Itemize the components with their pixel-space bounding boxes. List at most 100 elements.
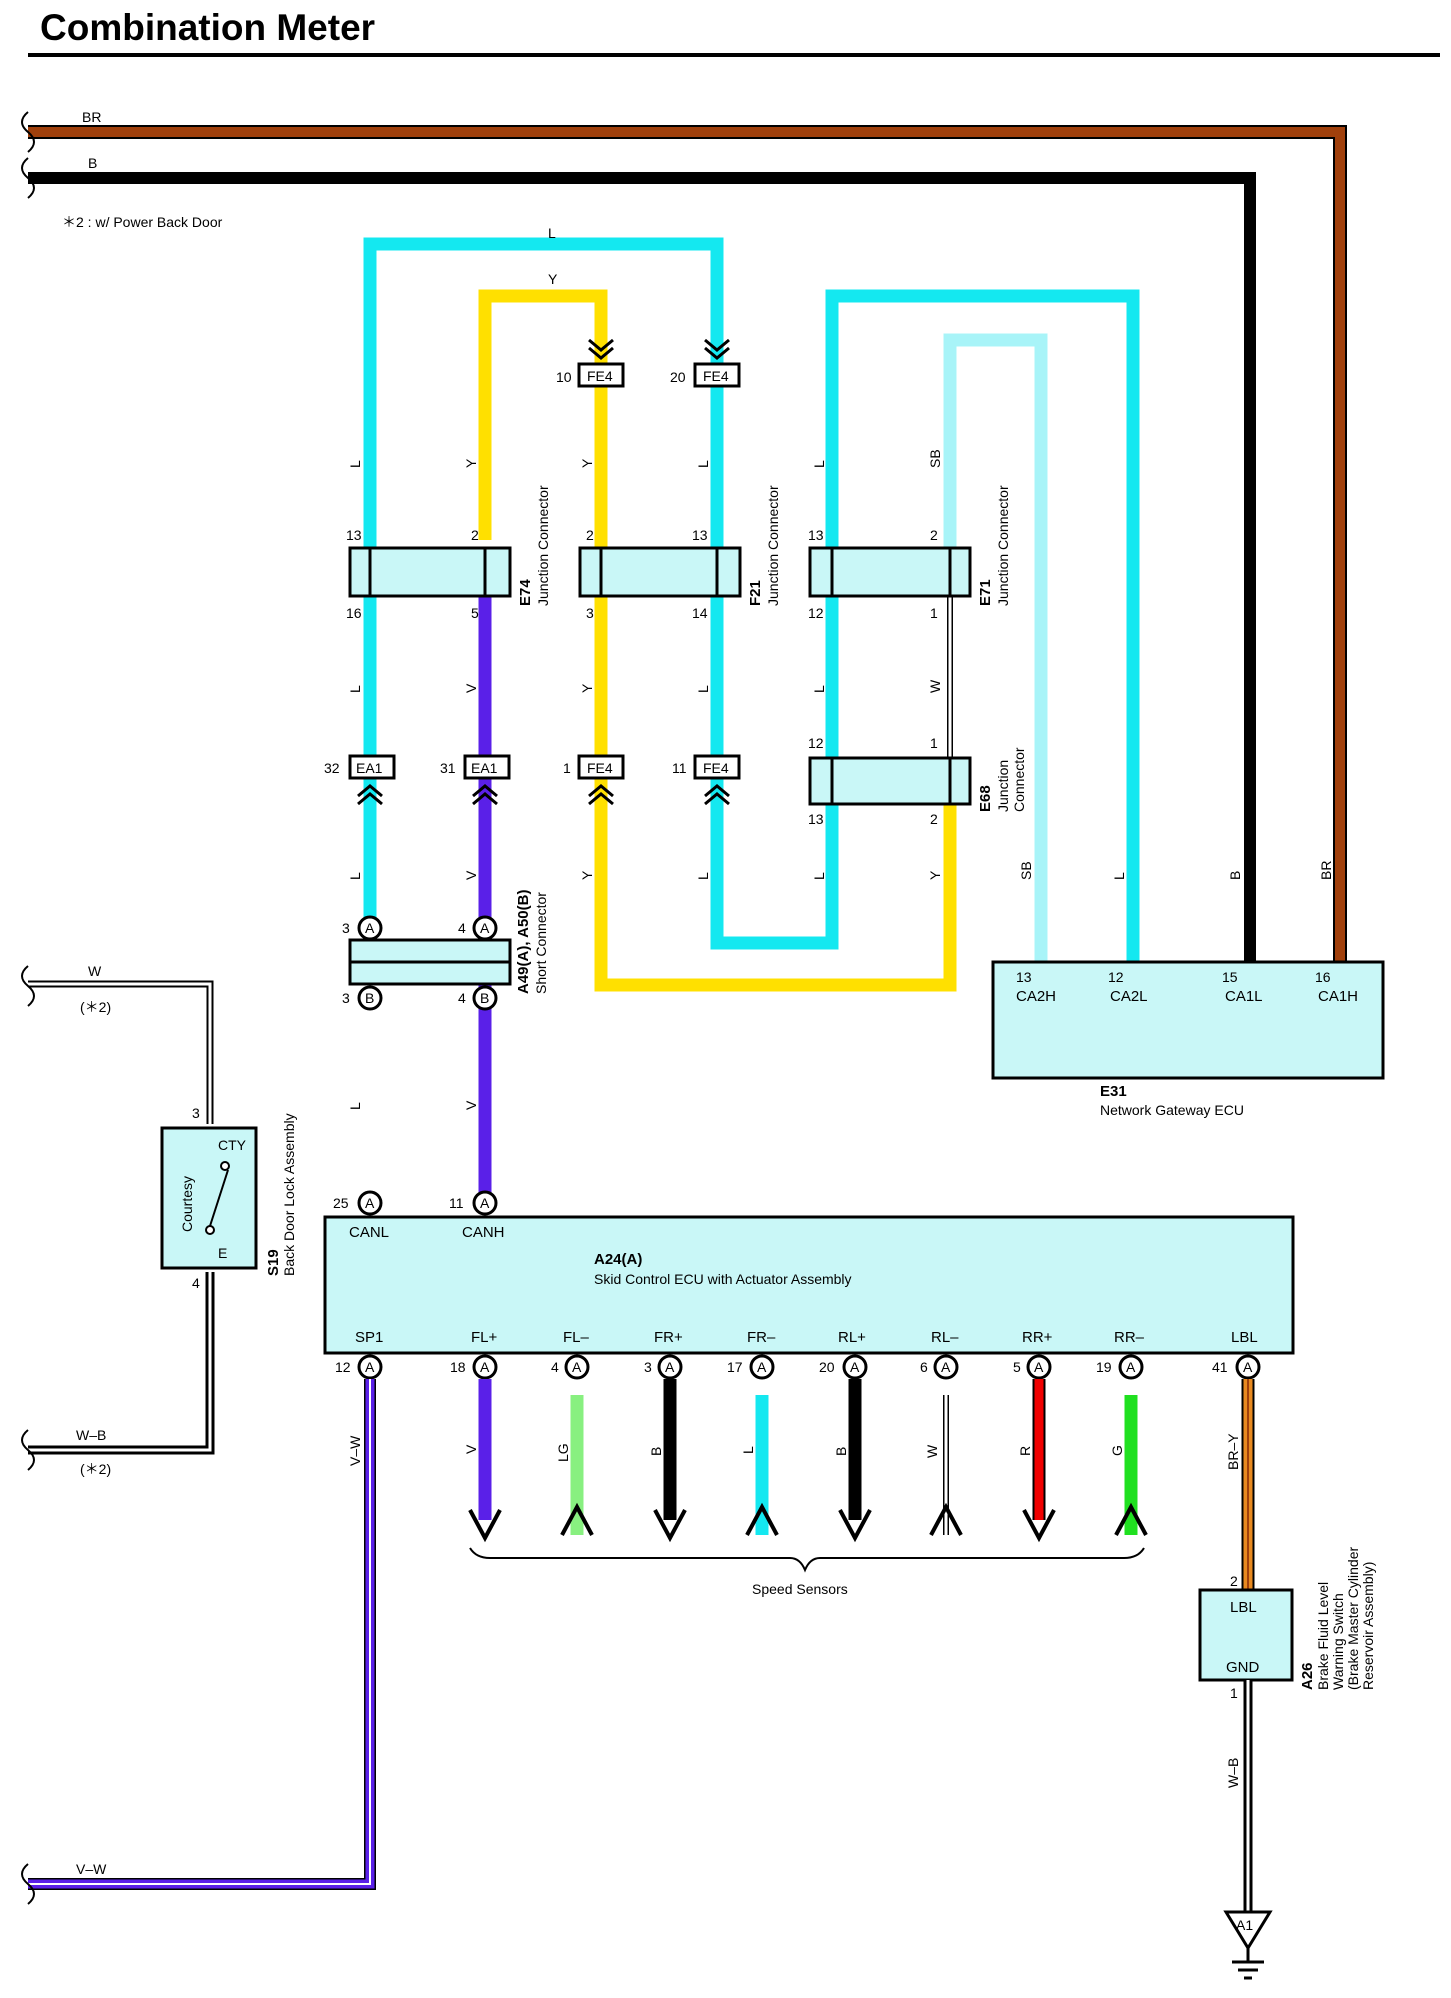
svg-text:E31: E31 <box>1100 1083 1127 1100</box>
svg-text:15: 15 <box>1222 969 1238 985</box>
break-mark-br <box>21 111 35 153</box>
svg-text:FE4: FE4 <box>703 368 729 384</box>
break-mark-b <box>21 157 35 199</box>
wire-v-w-sp1 <box>28 1379 376 1890</box>
svg-text:Junction Connector: Junction Connector <box>765 485 781 606</box>
svg-text:Network Gateway ECU: Network Gateway ECU <box>1100 1102 1244 1118</box>
svg-text:CANH: CANH <box>462 1224 505 1241</box>
wire-label: W <box>88 963 102 979</box>
svg-text:1: 1 <box>563 760 571 776</box>
svg-text:31: 31 <box>440 760 456 776</box>
svg-text:FL+: FL+ <box>471 1329 498 1346</box>
svg-text:11: 11 <box>672 760 687 776</box>
wire-label: V <box>463 870 479 880</box>
svg-text:FL–: FL– <box>563 1329 590 1346</box>
svg-text:(Brake Master Cylinder: (Brake Master Cylinder <box>1345 1547 1361 1690</box>
svg-text:2: 2 <box>1230 1573 1238 1589</box>
svg-text:2: 2 <box>586 527 594 543</box>
svg-text:13: 13 <box>808 811 824 827</box>
wire-label: BR–Y <box>1225 1433 1241 1470</box>
svg-text:A: A <box>665 1359 675 1375</box>
ea1-connector-31: EA1 31 <box>440 754 511 806</box>
wire-label-l-top: L <box>548 225 556 241</box>
svg-text:E74: E74 <box>517 579 534 606</box>
svg-text:3: 3 <box>192 1105 200 1121</box>
svg-text:LBL: LBL <box>1230 1599 1257 1616</box>
svg-text:E: E <box>218 1245 227 1261</box>
svg-text:4: 4 <box>458 990 466 1006</box>
svg-text:CANL: CANL <box>349 1224 389 1241</box>
wire-l-top-loop <box>363 237 724 962</box>
wire-label: R <box>1017 1446 1033 1456</box>
wire-b <box>28 172 1256 962</box>
wire-br <box>28 125 1347 962</box>
svg-text:12: 12 <box>335 1359 351 1375</box>
wire-label: G <box>1109 1445 1125 1456</box>
network-gateway-ecu-e31: 13 12 15 16 CA2H CA2L CA1L CA1H E31 Netw… <box>991 960 1385 1118</box>
svg-text:A: A <box>365 920 375 936</box>
svg-text:12: 12 <box>808 605 824 621</box>
wire-label: L <box>695 872 711 880</box>
svg-text:FR–: FR– <box>747 1329 776 1346</box>
svg-text:A: A <box>1243 1359 1253 1375</box>
svg-text:CTY: CTY <box>218 1137 247 1153</box>
svg-text:A: A <box>941 1359 951 1375</box>
junction-connector-e74: E74 Junction Connector 13 2 16 5 <box>346 485 551 621</box>
svg-text:A: A <box>365 1195 375 1211</box>
fe4-connector-20: FE4 20 <box>670 338 741 388</box>
svg-text:13: 13 <box>1016 969 1032 985</box>
wire-label: L <box>695 685 711 693</box>
svg-text:2: 2 <box>930 527 938 543</box>
svg-text:4: 4 <box>458 920 466 936</box>
svg-text:10: 10 <box>556 369 572 385</box>
svg-text:A: A <box>480 1359 490 1375</box>
svg-text:CA1H: CA1H <box>1318 988 1358 1005</box>
svg-text:1: 1 <box>1230 1685 1238 1701</box>
wire-w-b-star2 <box>28 1272 215 1455</box>
svg-text:12: 12 <box>1108 969 1124 985</box>
svg-text:Back Door Lock Assembly: Back Door Lock Assembly <box>281 1113 297 1276</box>
fe4-connector-1: FE4 1 <box>563 754 625 806</box>
svg-text:5: 5 <box>471 605 479 621</box>
svg-text:A49(A), A50(B): A49(A), A50(B) <box>515 890 532 994</box>
svg-text:Connector: Connector <box>1011 747 1027 812</box>
wire-w-star2 <box>28 980 214 1124</box>
wire-label: Y <box>579 458 595 468</box>
speed-sensors-label: Speed Sensors <box>752 1581 848 1597</box>
svg-text:20: 20 <box>670 369 686 385</box>
brake-fluid-level-switch-a26: 2 LBL GND 1 A26 Brake Fluid Level Warnin… <box>1198 1547 1376 1701</box>
svg-text:4: 4 <box>551 1359 559 1375</box>
speed-sensor-wires <box>468 1379 1148 1543</box>
svg-text:32: 32 <box>324 760 340 776</box>
svg-text:16: 16 <box>1315 969 1331 985</box>
wire-label: L <box>347 1102 363 1110</box>
svg-text:A1: A1 <box>1236 1917 1253 1933</box>
svg-text:14: 14 <box>692 605 708 621</box>
wire-label: BR <box>1318 861 1334 880</box>
fe4-connector-11: FE4 11 <box>672 754 741 806</box>
svg-text:RR+: RR+ <box>1022 1329 1053 1346</box>
svg-text:B: B <box>365 990 374 1006</box>
page-title: Combination Meter <box>40 7 375 48</box>
svg-text:GND: GND <box>1226 1659 1260 1676</box>
svg-text:A: A <box>1034 1359 1044 1375</box>
svg-text:13: 13 <box>692 527 708 543</box>
svg-text:RL+: RL+ <box>838 1329 866 1346</box>
break-mark-wb <box>21 1429 35 1471</box>
wire-label: L <box>347 872 363 880</box>
wire-label: (＊2) <box>80 999 111 1015</box>
svg-text:EA1: EA1 <box>471 760 498 776</box>
svg-text:A: A <box>850 1359 860 1375</box>
junction-connector-e71: E71 Junction Connector 13 2 12 1 <box>808 485 1011 621</box>
wire-label: W–B <box>1225 1758 1241 1788</box>
svg-text:5: 5 <box>1013 1359 1021 1375</box>
svg-text:A: A <box>480 1195 490 1211</box>
wire-label: SB <box>927 449 943 468</box>
speed-sensors-brace <box>469 1547 1145 1573</box>
svg-text:12: 12 <box>808 735 824 751</box>
svg-text:Junction Connector: Junction Connector <box>995 485 1011 606</box>
power-back-door-note: ＊2 : w/ Power Back Door <box>62 214 223 230</box>
svg-text:FE4: FE4 <box>587 760 613 776</box>
wire-label: W <box>924 1444 940 1458</box>
wire-label: B <box>648 1447 664 1456</box>
